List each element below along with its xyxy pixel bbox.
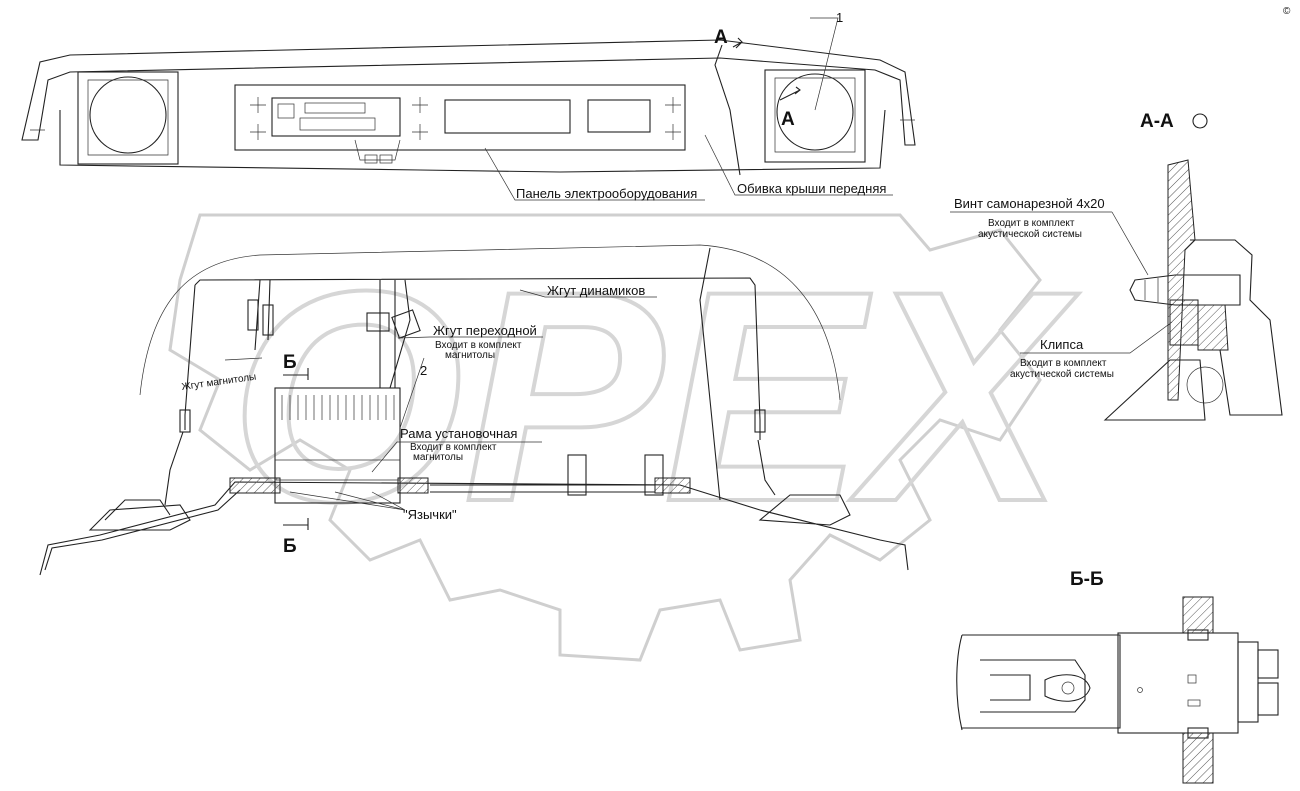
clip-note-1: Входит в комплект <box>1020 358 1107 369</box>
section-aa-scale-circle <box>1192 113 1208 129</box>
adapter-harness-label: Жгут переходной <box>433 323 537 338</box>
copyright-mark: © <box>1283 6 1291 17</box>
position-1-label: 1 <box>836 10 843 25</box>
panel-leader <box>484 147 705 201</box>
roof-trim-leader <box>704 134 893 196</box>
frame-note-2: магнитолы <box>413 452 463 463</box>
section-b-arrow-top <box>283 368 309 380</box>
clip-leader <box>1020 321 1173 354</box>
position-2-label: 2 <box>420 363 427 378</box>
frame-label: Рама установочная <box>400 426 517 441</box>
screw-label: Винт самонарезной 4х20 <box>954 196 1105 211</box>
left-speaker-section <box>88 504 191 531</box>
screw-leader <box>950 211 1149 276</box>
tabs-leaders <box>289 491 406 511</box>
adapter-harness-note-2: магнитолы <box>445 350 495 361</box>
radio-with-mounting-frame <box>274 387 401 504</box>
frame-note-1: Входит в комплект <box>410 442 497 453</box>
adapter-harness-note-1: Входит в комплект <box>435 340 522 351</box>
frame-leader <box>371 441 542 473</box>
speaker-harness-label: Жгут динамиков <box>547 283 645 298</box>
speaker-harness-leader <box>519 289 657 298</box>
right-speaker-section <box>758 494 851 526</box>
section-b-arrow-bottom <box>283 518 309 530</box>
section-a-cut-line <box>699 247 721 501</box>
clip-label: Клипса <box>1040 337 1084 352</box>
electrical-panel <box>234 84 686 151</box>
section-a-marker-top: А <box>714 27 728 48</box>
roof-trim-label: Обивка крыши передняя <box>737 181 886 196</box>
section-aa-title: А-А <box>1140 111 1174 132</box>
section-a-marker-bottom: А <box>781 109 795 130</box>
screw-note-2: акустической системы <box>978 229 1082 240</box>
screw-note-1: Входит в комплект <box>988 218 1075 229</box>
clip-note-2: акустической системы <box>1010 369 1114 380</box>
section-b-marker-top: Б <box>283 352 297 373</box>
right-speaker-grille <box>764 69 866 163</box>
panel-label: Панель электрооборудования <box>516 186 697 201</box>
left-speaker-grille <box>77 71 179 165</box>
radio-unit <box>271 97 401 137</box>
section-aa-detail <box>1103 159 1283 421</box>
position-2-leader <box>399 357 425 429</box>
section-bb-detail <box>956 596 1279 784</box>
roof-panel-front-view <box>21 17 916 176</box>
section-bb-title: Б-Б <box>1070 569 1104 590</box>
section-b-marker-bottom: Б <box>283 536 297 557</box>
watermark-logo: OPEX <box>168 213 1081 662</box>
adapter-harness-leader <box>397 336 543 339</box>
console-cross-section <box>39 244 909 576</box>
tabs-label: "Язычки" <box>403 507 457 522</box>
